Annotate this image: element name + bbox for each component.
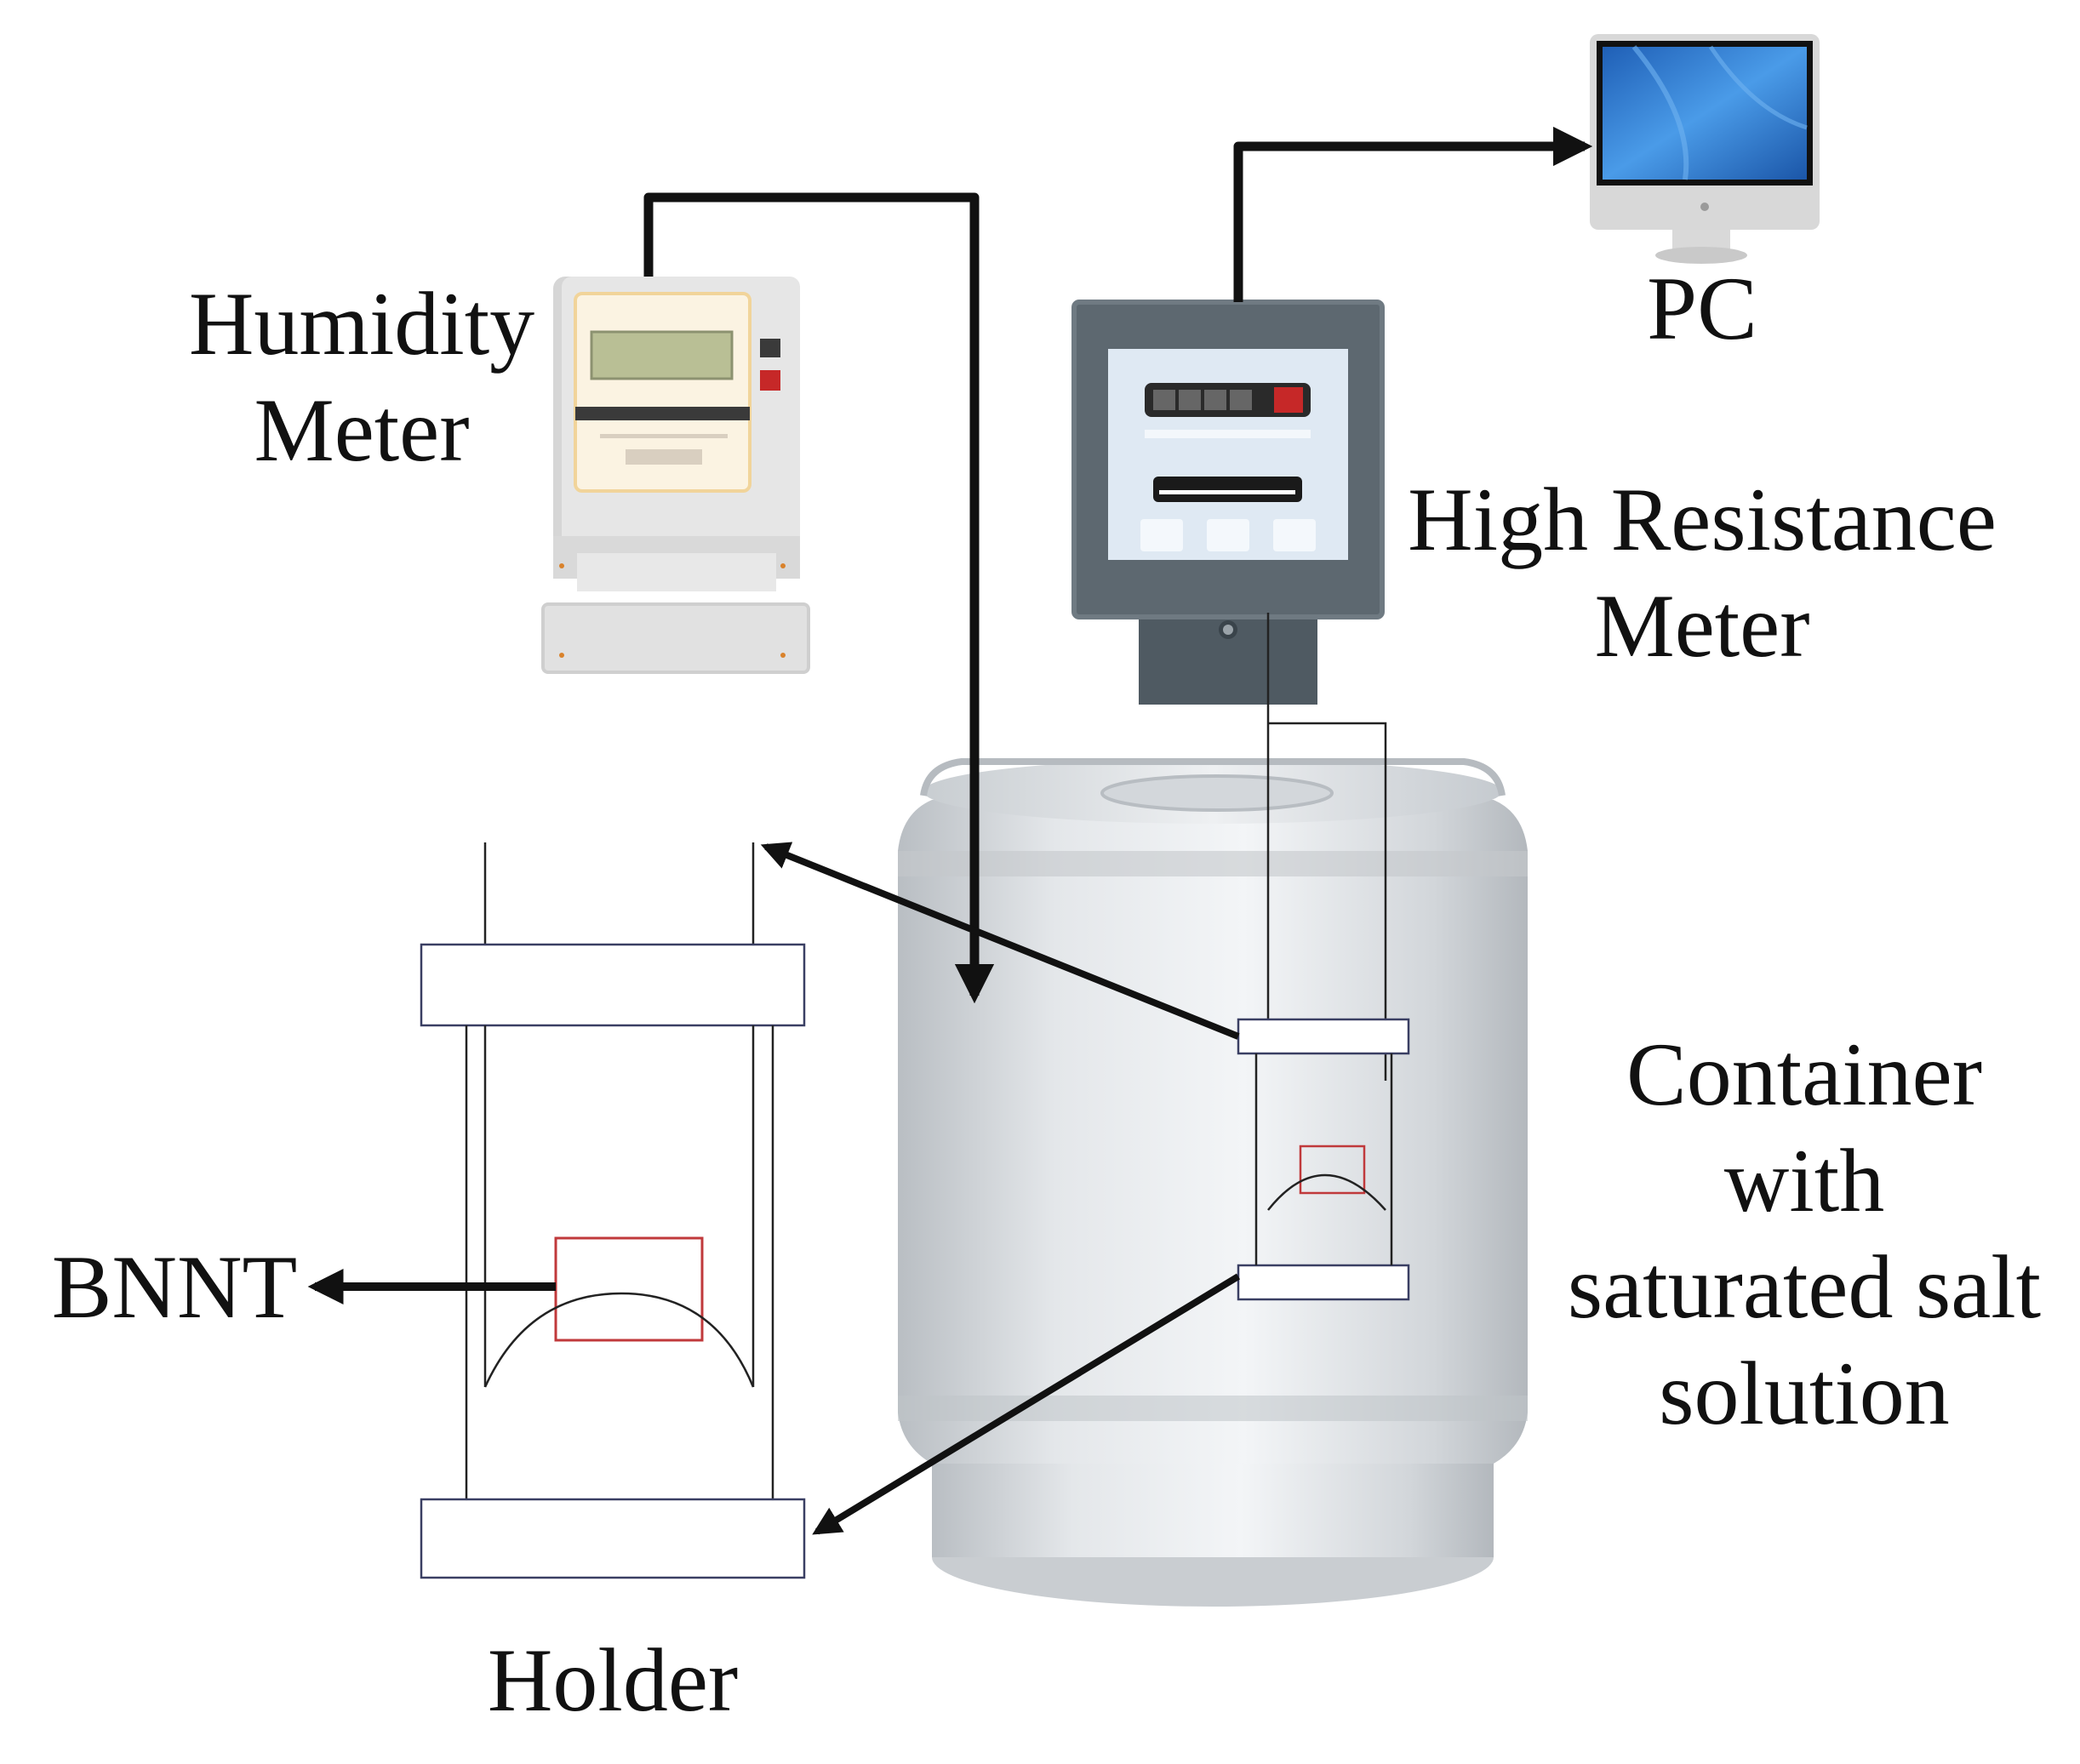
pc-monitor xyxy=(1590,34,1820,264)
high-resistance-meter-label: High Resistance Meter xyxy=(1408,470,1997,676)
holder-top-zoom-arrow xyxy=(760,842,1240,1040)
high-resistance-meter-device xyxy=(1071,300,1385,705)
humidity-meter-device xyxy=(541,277,810,674)
container-label: Container with saturated salt solution xyxy=(1567,1025,2042,1443)
pc-label: PC xyxy=(1647,259,1757,358)
holder-label: Holder xyxy=(487,1630,739,1730)
container-can xyxy=(898,758,1528,1607)
holder-detail xyxy=(420,842,806,1579)
sensor-wires xyxy=(1266,613,1387,1081)
connection-arrows xyxy=(307,126,1593,1535)
pc-link-arrow xyxy=(1233,126,1593,302)
bnnt-sample-box xyxy=(554,1236,704,1342)
bnnt-label: BNNT xyxy=(51,1237,298,1337)
humidity-meter-label: Humidity Meter xyxy=(188,274,535,480)
small-holder-in-container xyxy=(1237,1018,1410,1301)
holder-bottom-zoom-arrow xyxy=(812,1273,1241,1535)
humidity-probe-arrow xyxy=(643,192,995,1004)
